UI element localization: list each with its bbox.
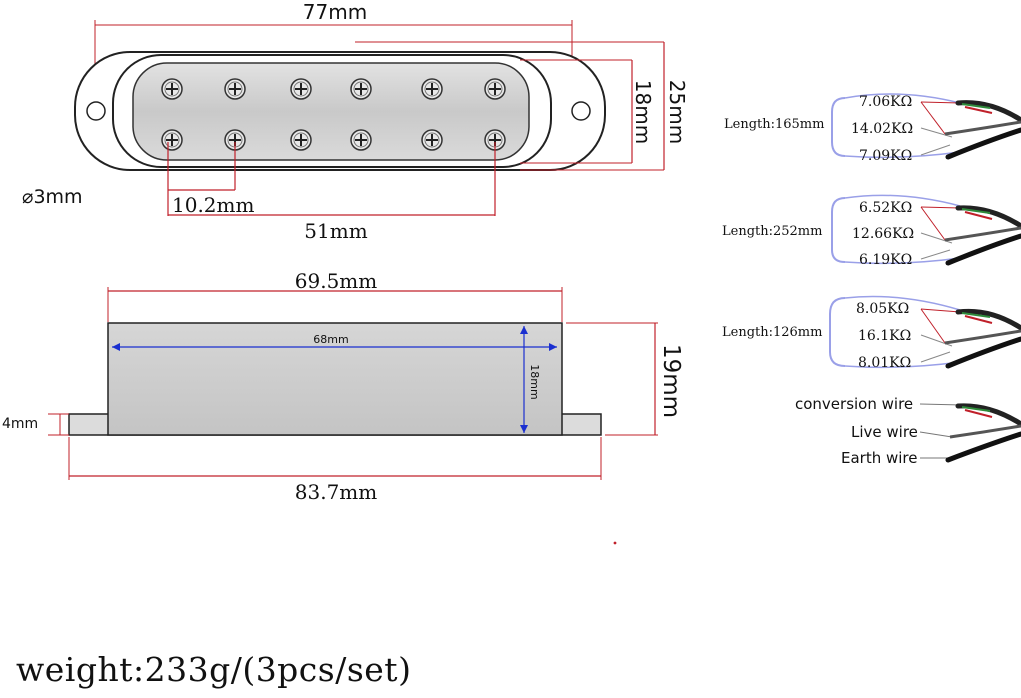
length-label: Length:126mm	[722, 325, 822, 340]
pole-screw	[421, 78, 443, 100]
mount-hole-left	[86, 101, 106, 121]
wiring-group-3: Length:126mm 8.05KΩ 16.1KΩ 8.01KΩ	[722, 295, 1021, 371]
legend-live-wire: Live wire	[851, 423, 918, 441]
resistance-c: 8.01KΩ	[858, 355, 911, 371]
bracket	[831, 97, 846, 157]
pole-screw	[350, 129, 372, 151]
pole-screw	[421, 129, 443, 151]
pole-screw	[484, 129, 506, 151]
pole-pieces	[161, 78, 506, 151]
inner-length-label: 68mm	[313, 333, 348, 346]
pole-screw	[290, 129, 312, 151]
weight-label: weight:233g/(3pcs/set)	[16, 650, 412, 689]
pole-spacing-label: 10.2mm	[172, 193, 254, 217]
resistance-c: 7.09KΩ	[859, 148, 912, 164]
length-label: Length:165mm	[724, 117, 824, 132]
resistance-b: 12.66KΩ	[852, 226, 914, 242]
legend-conversion-wire: conversion wire	[795, 395, 913, 413]
resistance-c: 6.19KΩ	[859, 252, 912, 268]
wire-legend: conversion wire Live wire Earth wire	[795, 395, 1021, 467]
legend-earth-wire: Earth wire	[841, 449, 918, 467]
outer-width-label: 25mm	[665, 80, 689, 144]
pole-span-label: 51mm	[304, 219, 367, 243]
bracket	[829, 297, 846, 367]
hole-diameter-label: ⌀3mm	[22, 186, 83, 208]
pole-screw	[161, 129, 183, 151]
resistance-a: 7.06KΩ	[859, 94, 912, 110]
wire-bundle	[955, 205, 1021, 229]
wiring-group-2: Length:252mm 6.52KΩ 12.66KΩ 6.19KΩ	[722, 194, 1021, 268]
height-label: 19mm	[658, 344, 684, 418]
side-view: 69.5mm 68mm 18mm 19mm 4mm 83.7mm	[2, 269, 684, 545]
wire-bundle	[955, 308, 1021, 331]
resistance-b: 14.02KΩ	[851, 121, 913, 137]
mount-hole-right	[571, 101, 591, 121]
resistance-a: 6.52KΩ	[859, 200, 912, 216]
top-length-label: 69.5mm	[295, 269, 377, 293]
resistance-b: 16.1KΩ	[858, 328, 911, 344]
wire-bundle	[955, 100, 1021, 123]
pole-screw	[350, 78, 372, 100]
base-length-label: 83.7mm	[295, 480, 377, 504]
side-cover	[107, 322, 563, 436]
inner-width-label: 18mm	[631, 80, 655, 144]
pole-screw	[484, 78, 506, 100]
wiring-group-1: Length:165mm 7.06KΩ 14.02KΩ 7.09KΩ	[724, 93, 1021, 164]
resistance-a: 8.05KΩ	[856, 301, 909, 317]
base-thickness-label: 4mm	[2, 416, 38, 432]
bracket	[831, 197, 846, 263]
length-label: Length:252mm	[722, 224, 822, 239]
inner-height-label: 18mm	[528, 364, 541, 399]
length-label: 77mm	[303, 0, 367, 24]
cover-top	[132, 62, 530, 161]
pole-screw	[290, 78, 312, 100]
wiring-section: Length:165mm 7.06KΩ 14.02KΩ 7.09KΩ Lengt…	[722, 93, 1021, 467]
stray-dot	[613, 541, 617, 545]
pole-screw	[224, 78, 246, 100]
pole-screw	[161, 78, 183, 100]
top-view: 77mm 18mm 25mm ⌀3mm 10.2mm 51mm	[22, 0, 689, 243]
wire-bundle	[955, 403, 1021, 427]
